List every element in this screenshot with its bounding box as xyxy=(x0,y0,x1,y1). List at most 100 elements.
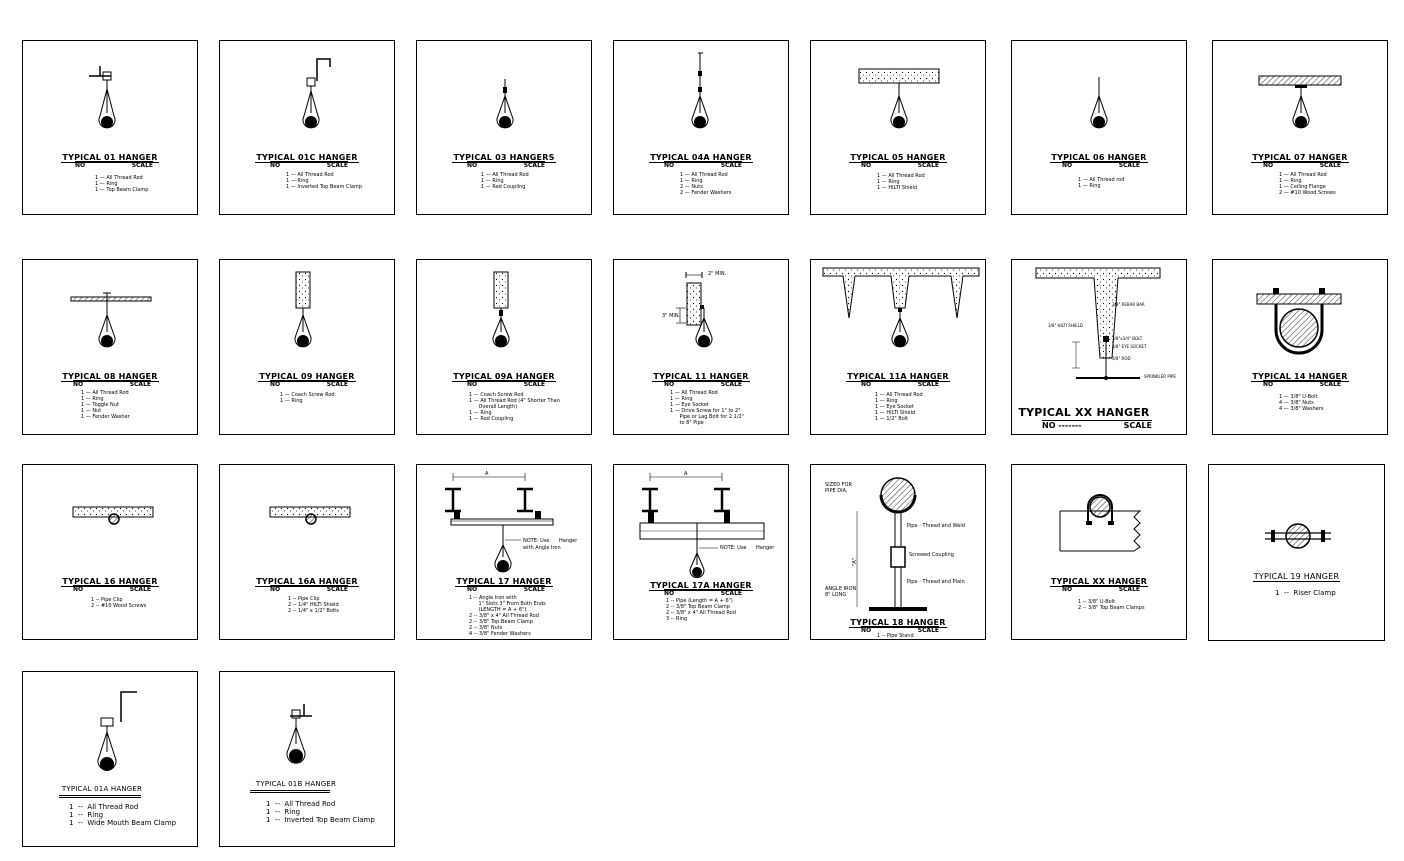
note: with Angle Iron xyxy=(523,545,561,551)
callout: 3/8" EYE SOCKET xyxy=(1112,344,1147,349)
parts-list: 1 -- Riser Clamp xyxy=(1275,589,1336,597)
hanger-drawing xyxy=(1265,523,1331,549)
card-title: TYPICAL 17 HANGER xyxy=(455,577,553,587)
callout: 3/8" HILTI SHIELD xyxy=(1048,323,1083,328)
card-title: TYPICAL 11 HANGER xyxy=(652,372,750,382)
callout: SPRINKLER PIPE xyxy=(1144,374,1176,379)
card-title: TYPICAL 06 HANGER xyxy=(1050,153,1148,163)
callout: Screwed Coupling xyxy=(909,552,954,558)
card-title: TYPICAL 01B HANGER xyxy=(255,780,337,788)
hanger-drawing xyxy=(294,271,312,348)
dim-label: A xyxy=(684,471,688,477)
note: Hanger xyxy=(756,545,775,551)
title-rule xyxy=(59,795,141,798)
card-title: TYPICAL 03 HANGERS xyxy=(452,153,556,163)
scale-right: SCALE xyxy=(131,162,153,169)
hanger-drawing xyxy=(1258,75,1342,129)
hanger-drawing xyxy=(1035,267,1161,380)
card-title: TYPICAL 04A HANGER xyxy=(649,153,753,163)
callout: 3/8" REBAR BAR xyxy=(1112,302,1145,307)
hanger-card-xx-tee: 3/8" REBAR BAR 3/8" HILTI SHIELD 3/8"x3/… xyxy=(1011,259,1187,435)
callout: Pipe - Thread and Plain xyxy=(907,579,965,585)
callout: Pipe - Thread and Weld xyxy=(907,523,965,529)
card-title: TYPICAL XX HANGER xyxy=(1018,406,1150,419)
card-title: TYPICAL 01A HANGER xyxy=(61,785,143,793)
hanger-drawing xyxy=(858,68,940,129)
note: NOTE: Use xyxy=(720,545,747,551)
card-title: TYPICAL 01 HANGER xyxy=(61,153,159,163)
parts-list: 1 -- Pipe (Length = A + 6")2 -- 3/8" Top… xyxy=(666,598,736,622)
card-title: TYPICAL 07 HANGER xyxy=(1251,153,1349,163)
parts-list: 1 -- Angle Iron with 1" Slots 3" From Bo… xyxy=(469,595,546,637)
card-title: TYPICAL 11A HANGER xyxy=(846,372,950,382)
card-title: TYPICAL 09 HANGER xyxy=(258,372,356,382)
hanger-drawing xyxy=(302,58,331,129)
hanger-drawing xyxy=(639,473,765,579)
hanger-drawing xyxy=(445,473,554,573)
hanger-drawing xyxy=(492,271,510,348)
dim-label: 2" MIN. xyxy=(708,271,727,277)
parts-list: 1 -- Pipe Stand xyxy=(877,633,914,639)
card-title: TYPICAL 09A HANGER xyxy=(452,372,556,382)
dim-label: 3" MIN. xyxy=(662,313,681,319)
hanger-card-19: TYPICAL 19 HANGER 1 -- Riser Clamp xyxy=(1208,464,1385,641)
hanger-drawing xyxy=(1059,494,1142,552)
note: NOTE: Use xyxy=(523,538,550,544)
title-rule xyxy=(250,790,330,793)
hanger-drawing xyxy=(70,292,152,348)
card-title: TYPICAL 05 HANGER xyxy=(849,153,947,163)
hanger-drawing xyxy=(1090,77,1108,129)
card-title: TYPICAL 17A HANGER xyxy=(649,581,753,591)
card-title: TYPICAL 01C HANGER xyxy=(255,153,359,163)
hanger-drawing xyxy=(496,79,514,129)
dim-label: A xyxy=(485,471,489,477)
hanger-drawing xyxy=(856,477,927,611)
callout: 3/8" ROD xyxy=(1112,356,1131,361)
hanger-card-17: A NOTE: Use Hanger with Angle Iron TYPIC… xyxy=(416,464,592,640)
card-title: TYPICAL 16 HANGER xyxy=(61,577,159,587)
card-title: TYPICAL XX HANGER xyxy=(1049,577,1149,587)
card-title: TYPICAL 19 HANGER xyxy=(1252,572,1341,582)
card-title: TYPICAL 14 HANGER xyxy=(1251,372,1349,382)
hanger-drawing xyxy=(89,66,116,129)
hanger-card-17a: A NOTE: Use Hanger TYPICAL 17A HANGER NO… xyxy=(613,464,789,640)
card-title: TYPICAL 16A HANGER xyxy=(255,577,359,587)
hanger-drawing xyxy=(1256,288,1342,355)
